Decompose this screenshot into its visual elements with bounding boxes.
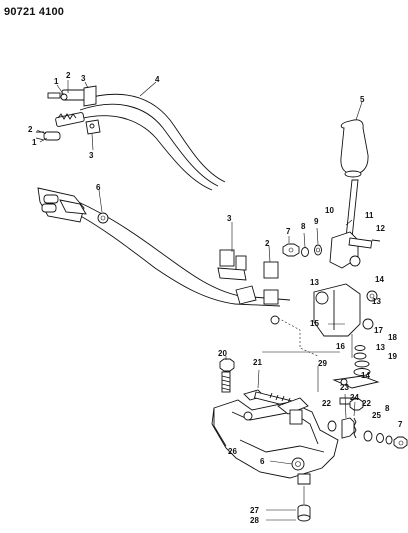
upper-leader-lines	[36, 80, 271, 263]
callout-7a: 7	[286, 227, 291, 236]
callout-6b: 6	[260, 457, 265, 466]
callout-9: 9	[314, 217, 319, 226]
callout-3a: 3	[81, 74, 86, 83]
callout-2c: 2	[265, 239, 270, 248]
upper-cable-ends	[35, 85, 101, 141]
callout-20: 20	[218, 349, 227, 358]
callout-21: 21	[253, 358, 262, 367]
callout-29: 29	[318, 359, 327, 368]
callout-3c: 3	[227, 214, 232, 223]
selector-housing	[313, 283, 378, 358]
shift-cable-assembly	[59, 93, 291, 307]
callout-1a: 1	[54, 77, 59, 86]
cable-middle-clamps	[217, 249, 280, 325]
callout-14b: 14	[361, 371, 370, 380]
selector-small-parts	[332, 345, 380, 411]
callout-27: 27	[250, 506, 259, 515]
callout-10: 10	[325, 206, 334, 215]
base-bracket	[211, 397, 339, 479]
callout-19: 19	[388, 352, 397, 361]
callout-13a: 13	[310, 278, 319, 287]
callout-6a: 6	[96, 183, 101, 192]
callout-labels: 1 2 3 4 2 1 3 5 6 10 3 7 8 9 11 12 2 13 …	[28, 71, 403, 525]
callout-24: 24	[350, 393, 359, 402]
callout-2a: 2	[66, 71, 71, 80]
callout-16: 16	[336, 342, 345, 351]
callout-3b: 3	[89, 151, 94, 160]
callout-8a: 8	[301, 222, 306, 231]
callout-18: 18	[388, 333, 397, 342]
shift-lever	[329, 179, 381, 269]
base-right-hardware	[327, 393, 408, 449]
callout-15: 15	[310, 319, 319, 328]
callout-13c: 13	[376, 343, 385, 352]
diagram-part-number: 90721 4100	[4, 6, 65, 18]
callout-17: 17	[374, 326, 383, 335]
callout-5: 5	[360, 95, 365, 104]
callout-1b: 1	[32, 138, 37, 147]
callout-2b: 2	[28, 125, 33, 134]
callout-11: 11	[365, 211, 374, 220]
callout-8b: 8	[385, 404, 390, 413]
callout-13b: 13	[372, 297, 381, 306]
callout-26: 26	[228, 447, 237, 456]
callout-12: 12	[376, 224, 385, 233]
lever-small-hardware	[282, 227, 322, 257]
lower-cable-bracket	[37, 187, 109, 224]
callout-7b: 7	[398, 420, 403, 429]
callout-4: 4	[155, 75, 160, 84]
callout-28: 28	[250, 516, 259, 525]
callout-22b: 22	[362, 399, 371, 408]
callout-23: 23	[340, 383, 349, 392]
callout-25: 25	[372, 411, 381, 420]
callout-14: 14	[375, 275, 384, 284]
callout-22a: 22	[322, 399, 331, 408]
bottom-bushings	[266, 460, 311, 522]
shift-knob	[340, 101, 369, 178]
